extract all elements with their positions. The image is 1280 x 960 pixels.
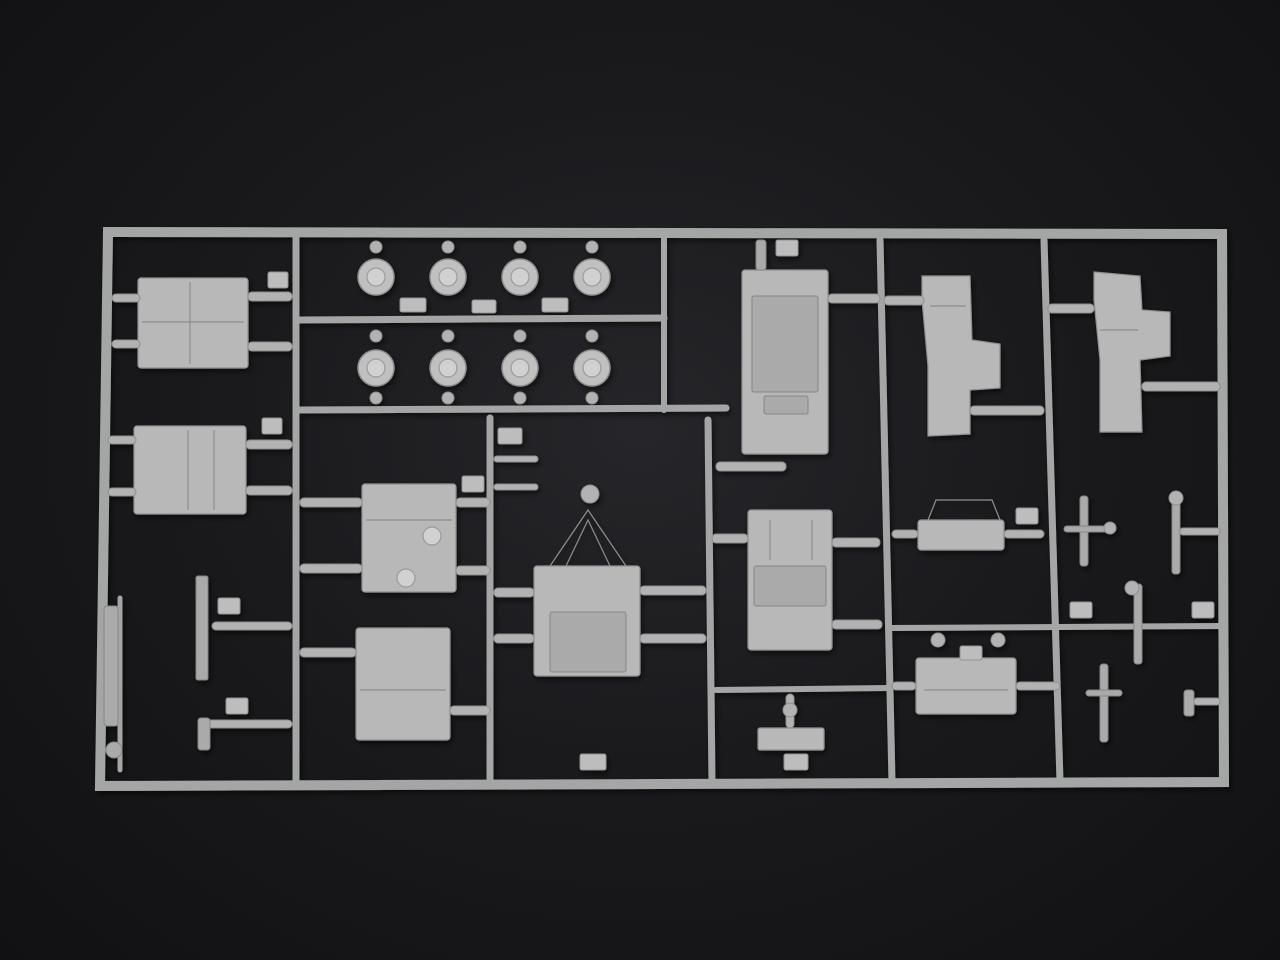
chassis-part-right-a xyxy=(883,275,1045,437)
left-small-parts xyxy=(103,575,293,759)
wheel xyxy=(357,240,395,296)
chassis-part-right-b xyxy=(1047,271,1221,433)
left-plate-bottom xyxy=(107,417,293,515)
wheel xyxy=(501,329,539,405)
small-rods-right xyxy=(1069,580,1221,743)
lever-parts xyxy=(1063,490,1221,575)
wheel xyxy=(501,240,539,296)
cab-box-upper xyxy=(299,475,491,593)
crane-box-part xyxy=(493,427,707,677)
wheel-row-top xyxy=(357,240,611,314)
wheel xyxy=(429,240,467,296)
small-block-bottom xyxy=(757,693,825,771)
left-plate-top xyxy=(111,271,293,369)
tray-part xyxy=(891,499,1045,551)
box-part-lower-right xyxy=(891,632,1061,715)
sprue-frame xyxy=(94,226,1230,792)
wheel xyxy=(573,240,611,296)
wheel xyxy=(573,329,611,405)
wheel xyxy=(429,329,467,405)
seat-part xyxy=(711,509,883,651)
cab-box-lower xyxy=(299,627,607,771)
wheel-row-bottom xyxy=(357,329,611,405)
wheel xyxy=(357,329,395,405)
door-panel-tall xyxy=(715,239,881,472)
